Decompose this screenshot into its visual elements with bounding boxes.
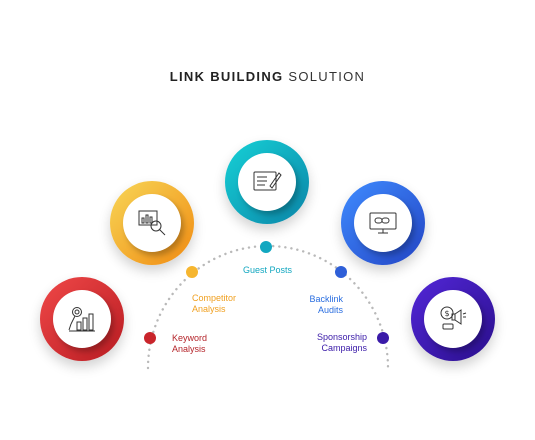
ring-competitor-analysis: [110, 181, 194, 265]
ring-sponsorship-campaigns: $: [411, 277, 495, 361]
ring-keyword-analysis: [40, 277, 124, 361]
ring-inner: [238, 153, 296, 211]
ring-inner: [123, 194, 181, 252]
dot-keyword-analysis: [144, 332, 156, 344]
sponsorship-campaigns-icon: $: [440, 306, 467, 330]
title-bold: LINK BUILDING: [169, 69, 284, 84]
diagram-title: LINK BUILDING SOLUTION: [0, 69, 535, 84]
label-line: Backlink: [309, 294, 343, 304]
ring-inner: [53, 290, 111, 348]
ring-inner: [354, 194, 412, 252]
svg-text:$: $: [444, 309, 449, 318]
keyword-analysis-icon: [68, 307, 95, 332]
dot-sponsorship-campaigns: [377, 332, 389, 344]
label-competitor-analysis: Competitor Analysis: [192, 293, 236, 315]
label-line: Campaigns: [321, 343, 367, 353]
label-backlink-audits: Backlink Audits: [303, 294, 343, 316]
label-line: Analysis: [192, 304, 226, 314]
label-line: Sponsorship: [316, 332, 367, 342]
guest-posts-icon: [253, 171, 282, 191]
dot-competitor-analysis: [186, 266, 198, 278]
label-line: Keyword: [172, 333, 208, 343]
title-light: SOLUTION: [288, 69, 366, 84]
label-guest-posts: Guest Posts: [243, 265, 292, 276]
label-line: Audits: [317, 305, 343, 315]
label-line: Guest Posts: [243, 265, 293, 275]
ring-inner: $: [424, 290, 482, 348]
ring-guest-posts: [225, 140, 309, 224]
competitor-analysis-icon: [138, 210, 166, 236]
label-sponsorship-campaigns: Sponsorship Campaigns: [307, 332, 367, 354]
dot-backlink-audits: [335, 266, 347, 278]
backlink-audits-icon: [369, 212, 397, 234]
label-line: Competitor: [192, 293, 237, 303]
ring-backlink-audits: [341, 181, 425, 265]
dot-guest-posts: [260, 241, 272, 253]
label-line: Analysis: [172, 344, 206, 354]
label-keyword-analysis: Keyword Analysis: [172, 333, 207, 355]
